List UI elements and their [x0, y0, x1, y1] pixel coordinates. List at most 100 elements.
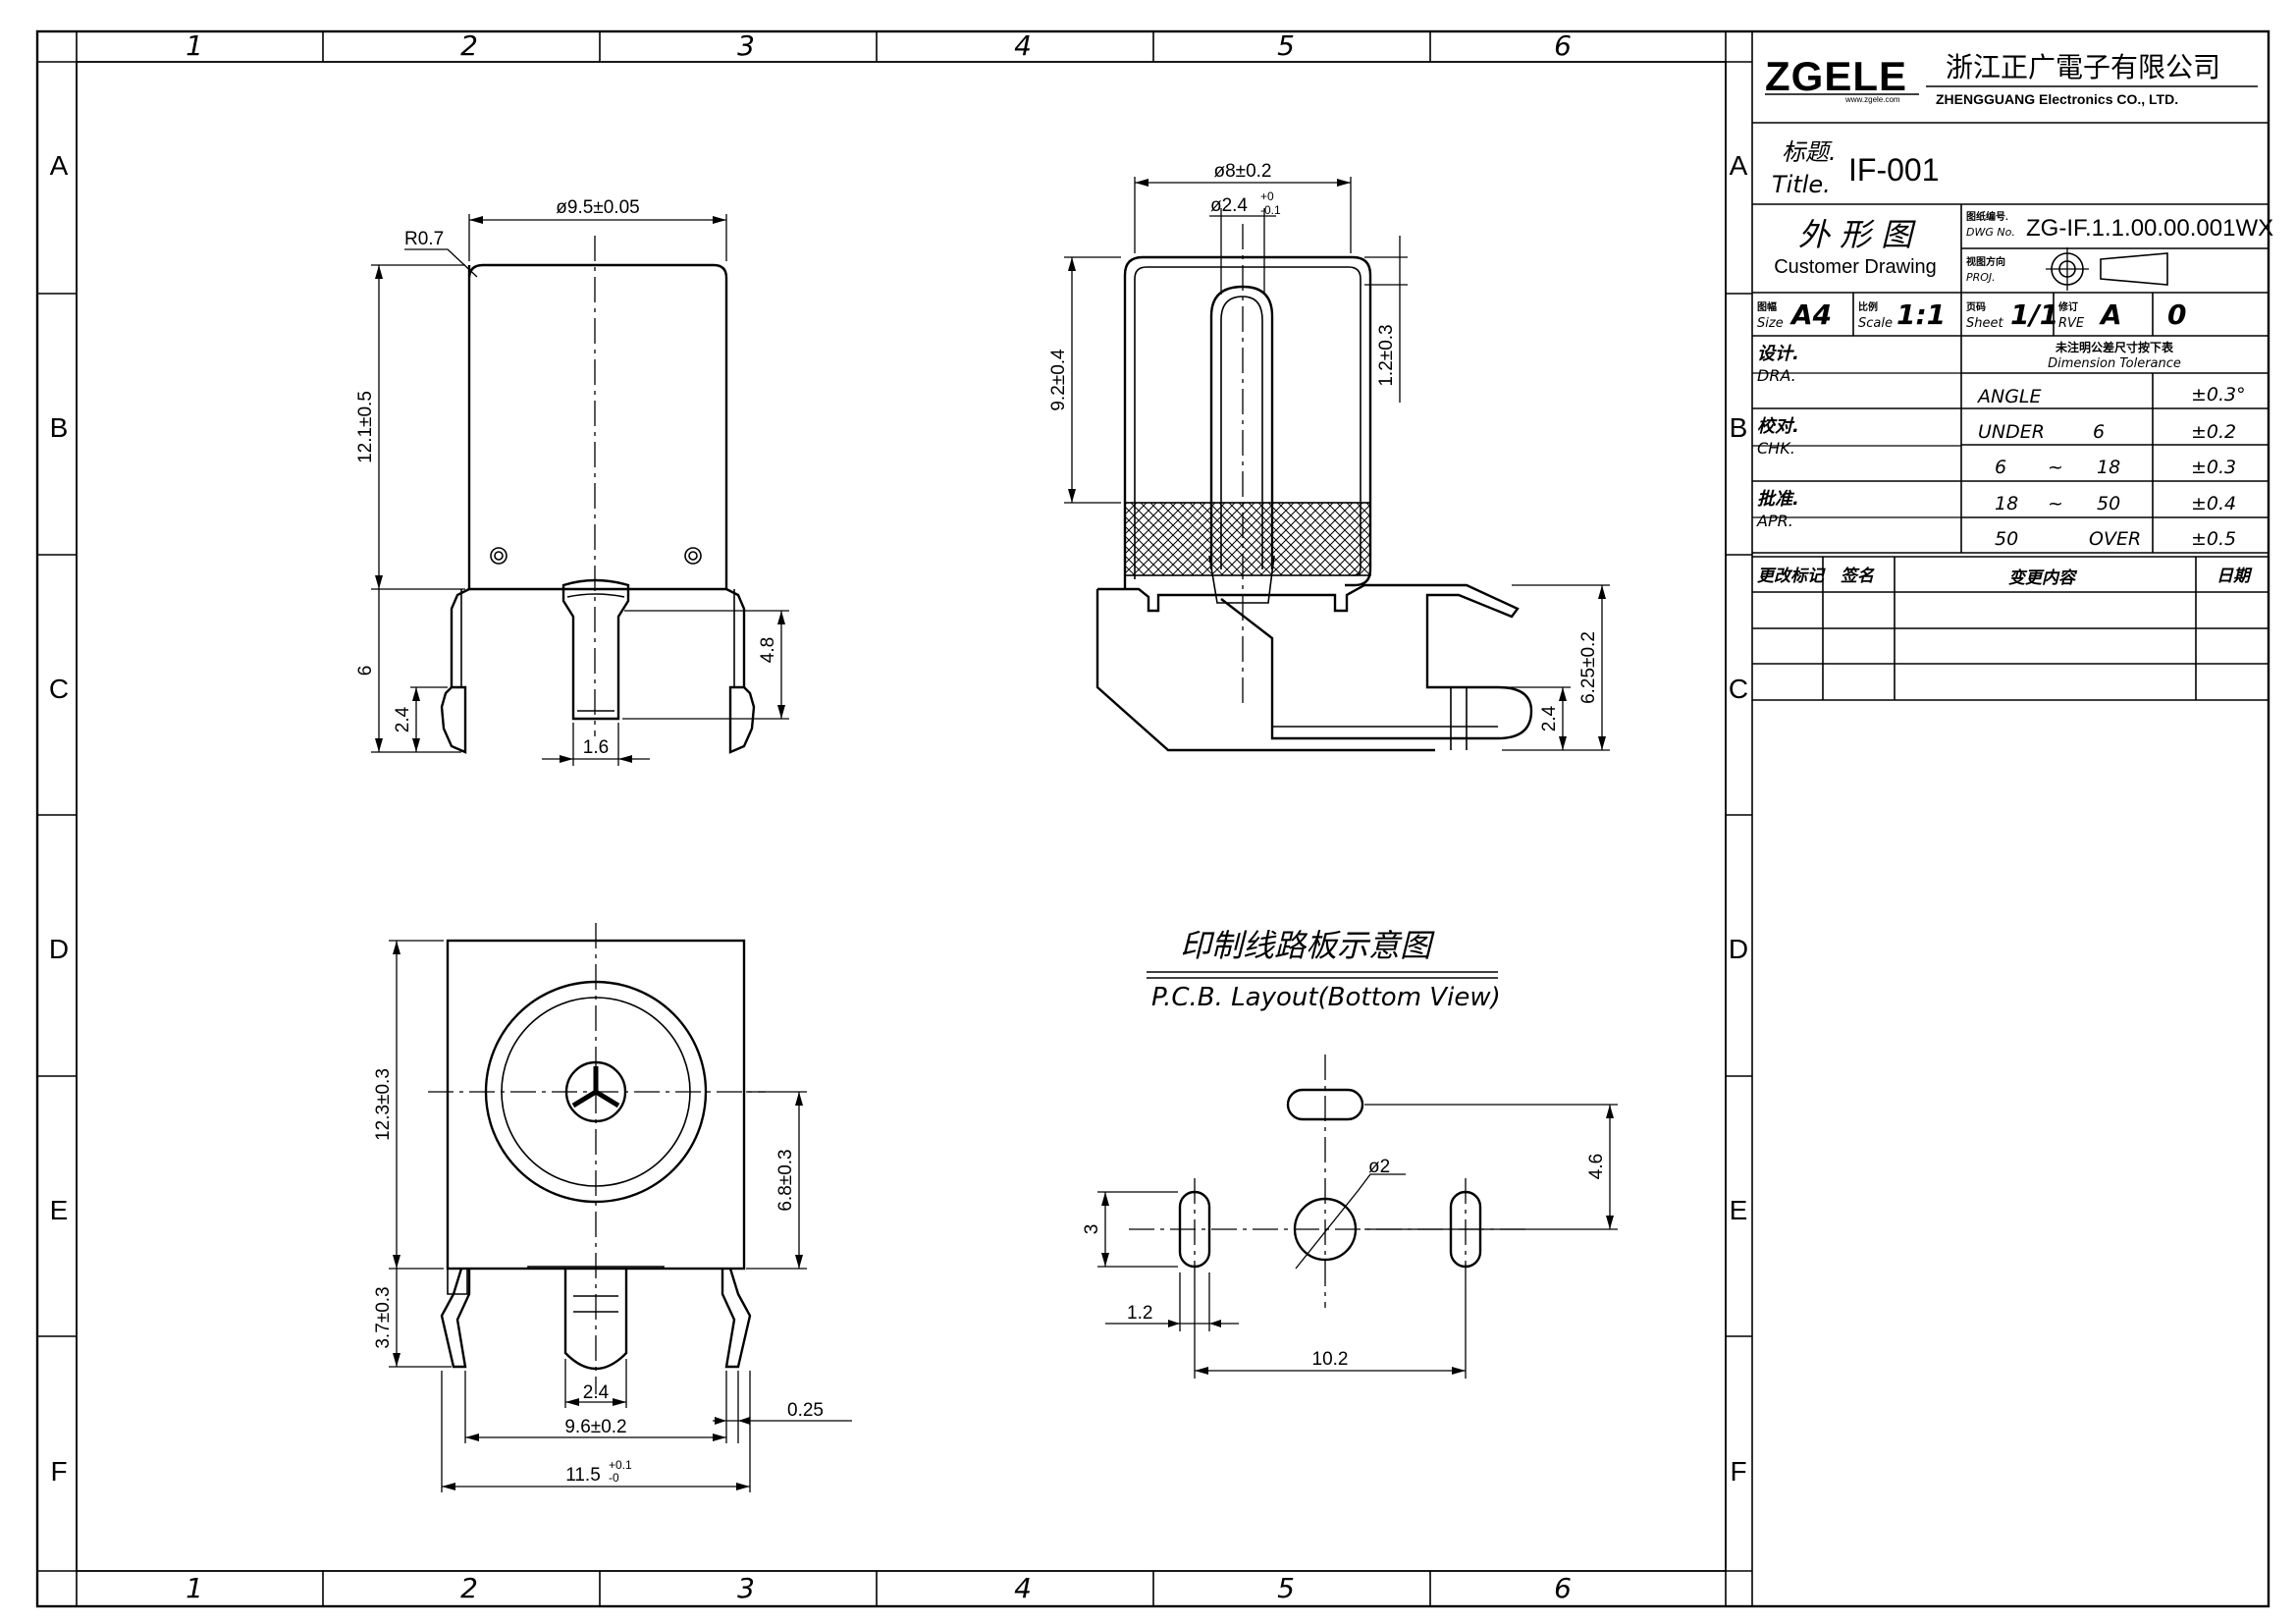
tolerance-cell: OVER	[2089, 528, 2141, 550]
col-label-2-bottom: 2	[460, 1572, 478, 1604]
bottom-view: 12.3±0.3 6.8±0.3 3.7±0.3 2.4 9.6±0.2 0.2…	[373, 923, 852, 1492]
drawing-border	[35, 29, 2270, 1608]
scale-label-cn: 比例	[1858, 300, 1878, 313]
row-label-a: A	[50, 150, 69, 181]
size-value: A4	[1789, 298, 1832, 331]
column-labels-top: 1 2 3 4 5 6	[186, 29, 1572, 62]
row-labels-left: A B C D E F	[49, 150, 69, 1487]
tolerance-value: ±0.2	[2191, 421, 2236, 443]
row-label-b: B	[50, 412, 69, 443]
dim-bottom-height: 12.3±0.3	[373, 1068, 394, 1141]
dim-pcb-slot-length: 3	[1082, 1224, 1102, 1235]
front-view: ø9.5±0.05 R0.7 12.1±0.5 6 2.4 4.8 1.6	[355, 197, 789, 766]
row-label-d-right: D	[1729, 934, 1748, 964]
dim-front-center-pin: 4.8	[758, 637, 778, 663]
scale-value: 1:1	[1896, 298, 1946, 331]
tolerance-value: ±0.3	[2191, 457, 2236, 478]
proj-label-cn: 视图方向	[1966, 255, 2005, 268]
tolerance-row: 18 ~ 50 ±0.4	[1995, 493, 2236, 514]
dim-bottom-total-tol-up: +0.1	[609, 1458, 632, 1472]
dim-pcb-span: 10.2	[1312, 1349, 1349, 1370]
left-leg	[450, 587, 470, 687]
scale-label-en: Scale	[1858, 316, 1893, 331]
dim-front-pin-tip: 2.4	[393, 706, 413, 732]
col-label-4: 4	[1014, 29, 1032, 62]
row-label-f-right: F	[1730, 1456, 1746, 1487]
rev-number: 0	[2167, 298, 2186, 331]
dim-side-total: 6.25±0.2	[1578, 631, 1599, 704]
col-label-3: 3	[737, 29, 755, 62]
size-label-cn: 图幅	[1757, 300, 1777, 313]
change-header-sign: 签名	[1841, 567, 1875, 586]
tolerance-cell: 6	[1995, 457, 2006, 478]
dim-bottom-thickness: 0.25	[787, 1400, 824, 1421]
side-section-view: ø8±0.2 ø2.4 +0 -0.1 9.2±0.4 1.2±0.3 6.25…	[1048, 161, 1610, 752]
company-name-en: ZHENGGUANG Electronics CO., LTD.	[1936, 91, 2178, 107]
change-header-date: 日期	[2216, 567, 2253, 586]
bottom-terminal	[1097, 583, 1533, 740]
dim-bottom-pins: 3.7±0.3	[373, 1286, 394, 1348]
dwg-no-value: ZG-IF.1.1.00.00.001WX	[2026, 215, 2273, 242]
tolerance-row: 50 OVER ±0.5	[1995, 528, 2236, 550]
col-label-1-bottom: 1	[186, 1572, 203, 1604]
role-approver-cn: 批准.	[1757, 489, 1799, 510]
change-header-content: 变更内容	[2008, 568, 2078, 588]
tolerance-row: UNDER 6 ±0.2	[1978, 421, 2236, 443]
company-logo: ZGELE	[1765, 53, 1907, 99]
role-approver-en: APR.	[1756, 512, 1793, 530]
role-checker-cn: 校对.	[1757, 416, 1799, 437]
row-labels-right: A B C D E F	[1729, 150, 1748, 1487]
row-label-e: E	[50, 1195, 69, 1225]
tolerance-row: 6 ~ 18 ±0.3	[1995, 457, 2236, 478]
dim-front-height: 12.1±0.5	[355, 391, 376, 463]
company-name-cn: 浙江正广電子有限公司	[1946, 52, 2220, 82]
tolerance-value: ±0.4	[2191, 493, 2236, 514]
dim-side-height: 9.2±0.4	[1048, 349, 1069, 411]
right-pin-bottom	[721, 1268, 752, 1369]
mount-hole-right	[684, 547, 702, 565]
column-labels-bottom: 1 2 3 4 5 6	[186, 1572, 1572, 1604]
tolerance-cell: 50	[1995, 528, 2018, 550]
dim-bottom-total-tol-dn: -0	[609, 1471, 619, 1485]
sheet-value: 1/1	[2010, 298, 2058, 331]
tolerance-cell: 6	[2093, 421, 2105, 443]
dim-side-top: 1.2±0.3	[1376, 324, 1397, 386]
change-header-mark: 更改标记	[1757, 567, 1826, 586]
row-label-a-right: A	[1730, 150, 1748, 181]
row-label-c-right: C	[1729, 674, 1748, 704]
dim-front-pin-width: 1.6	[583, 737, 609, 758]
tolerance-cell: 50	[2097, 493, 2120, 514]
tolerance-row: ANGLE ±0.3°	[1976, 384, 2246, 407]
role-designer-en: DRA.	[1757, 366, 1796, 385]
row-label-f: F	[50, 1456, 67, 1487]
rev-label-en: RVE	[2058, 316, 2085, 331]
dwg-no-label-cn: 图纸编号.	[1966, 210, 2008, 223]
tolerance-cell: ANGLE	[1976, 386, 2042, 407]
tolerance-header-en: Dimension Tolerance	[2048, 356, 2181, 371]
size-label-en: Size	[1757, 316, 1784, 331]
tolerance-cell: 18	[2097, 457, 2120, 478]
title-value: IF-001	[1848, 152, 1939, 188]
col-label-5-bottom: 5	[1277, 1572, 1295, 1604]
sheet-label-cn: 页码	[1966, 301, 1986, 313]
dim-bottom-pin-width: 2.4	[583, 1382, 610, 1403]
tolerance-cell: UNDER	[1978, 421, 2045, 443]
pcb-title-en: P.C.B. Layout(Bottom View)	[1151, 983, 1501, 1012]
row-label-b-right: B	[1730, 412, 1748, 443]
title-label-cn: 标题.	[1782, 138, 1837, 166]
drawing-type-en: Customer Drawing	[1774, 256, 1937, 278]
row-label-c: C	[49, 674, 69, 704]
col-label-2: 2	[460, 29, 478, 62]
dim-side-tip: 2.4	[1539, 705, 1560, 731]
pcb-title-cn: 印制线路板示意图	[1180, 927, 1435, 964]
dim-side-inner-tol-dn: -0.1	[1260, 203, 1281, 217]
dim-pcb-vertical: 4.6	[1586, 1154, 1607, 1179]
tolerance-cell: ~	[2048, 493, 2063, 514]
dim-bottom-center: 6.8±0.3	[775, 1149, 796, 1211]
proj-label-en: PROJ.	[1966, 271, 1996, 284]
dim-pcb-hole: ø2	[1368, 1157, 1390, 1177]
dim-side-inner: ø2.4	[1210, 195, 1248, 216]
sheet-label-en: Sheet	[1966, 316, 2003, 331]
tolerance-value: ±0.5	[2191, 528, 2236, 550]
rev-label-cn: 修订	[2057, 300, 2078, 313]
